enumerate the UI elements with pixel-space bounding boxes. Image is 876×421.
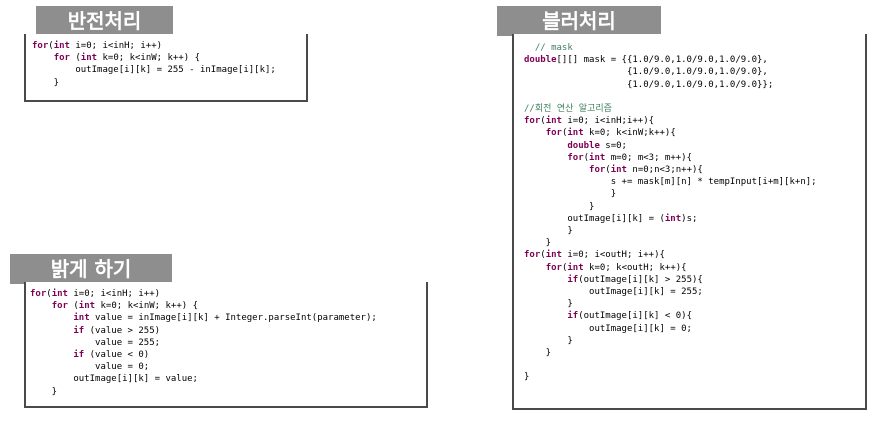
bright-code: for(int i=0; i<inH; i++) for (int k=0; k… bbox=[30, 288, 377, 398]
code-line: double s=0; bbox=[567, 140, 627, 151]
code-line: for(int i=0; i<inH;i++){ bbox=[524, 116, 655, 127]
code-line: if(outImage[i][k] < 0){ bbox=[567, 311, 692, 322]
code-line: {1.0/9.0,1.0/9.0,1.0/9.0}, bbox=[524, 67, 768, 78]
code-line: } bbox=[524, 348, 552, 359]
code-line: s += mask[m][n] * tempInput[i+m][k+n]; bbox=[524, 177, 817, 188]
blur-title: 블러처리 bbox=[497, 6, 661, 36]
bright-title: 밝게 하기 bbox=[10, 254, 172, 284]
code-line: } bbox=[524, 299, 573, 310]
code-line: } bbox=[524, 335, 573, 346]
code-line: for (int k=0; k<inW; k++) { bbox=[51, 301, 199, 312]
code-line: for(int i=0; i<inH; i++) bbox=[30, 289, 161, 299]
code-line: outImage[i][k] = 255; bbox=[524, 287, 703, 298]
code-line: for(int i=0; i<outH; i++){ bbox=[524, 250, 665, 261]
invert-code-panel: for(int i=0; i<inH; i++) for (int k=0; k… bbox=[24, 34, 308, 102]
code-line: } bbox=[524, 226, 573, 237]
code-line: outImage[i][k] = 0; bbox=[524, 323, 692, 334]
invert-code: for(int i=0; i<inH; i++) for (int k=0; k… bbox=[32, 40, 276, 89]
code-line: for(int n=0;n<3;n++){ bbox=[589, 165, 703, 176]
code-line: for(int i=0; i<inH; i++) bbox=[32, 41, 163, 51]
code-line: double[][] mask = {{1.0/9.0,1.0/9.0,1.0/… bbox=[524, 55, 768, 66]
code-line: value = 0; bbox=[30, 362, 150, 373]
code-line: if(outImage[i][k] > 255){ bbox=[567, 274, 703, 285]
code-line: int value = inImage[i][k] + Integer.pars… bbox=[73, 313, 377, 324]
code-line: } bbox=[32, 77, 60, 88]
code-line: if (value > 255) bbox=[73, 325, 161, 336]
code-line: for (int k=0; k<inW; k++) { bbox=[53, 53, 201, 64]
code-line: } bbox=[524, 238, 552, 249]
code-line: if (value < 0) bbox=[73, 350, 150, 361]
blur-code: // mask double[][] mask = {{1.0/9.0,1.0/… bbox=[524, 42, 817, 384]
code-line: // mask bbox=[524, 43, 573, 53]
code-line: //회전 연산 알고리즘 bbox=[524, 104, 612, 115]
bright-code-panel: for(int i=0; i<inH; i++) for (int k=0; k… bbox=[24, 282, 428, 408]
code-line: {1.0/9.0,1.0/9.0,1.0/9.0}}; bbox=[524, 79, 774, 90]
code-line: outImage[i][k] = (int)s; bbox=[524, 213, 698, 224]
code-line: } bbox=[524, 201, 595, 212]
invert-title: 반전처리 bbox=[36, 6, 173, 36]
code-line: outImage[i][k] = 255 - inImage[i][k]; bbox=[32, 65, 276, 76]
code-line: } bbox=[524, 372, 530, 383]
code-line: } bbox=[524, 189, 617, 200]
code-line: for(int m=0; m<3; m++){ bbox=[567, 152, 693, 163]
code-line: outImage[i][k] = value; bbox=[30, 374, 198, 385]
code-line: } bbox=[30, 386, 58, 397]
code-line: for(int k=0; k<outH; k++){ bbox=[545, 262, 687, 273]
code-line: for(int k=0; k<inW;k++){ bbox=[545, 128, 676, 139]
code-line: value = 255; bbox=[30, 337, 161, 348]
blur-code-panel: // mask double[][] mask = {{1.0/9.0,1.0/… bbox=[512, 34, 867, 410]
